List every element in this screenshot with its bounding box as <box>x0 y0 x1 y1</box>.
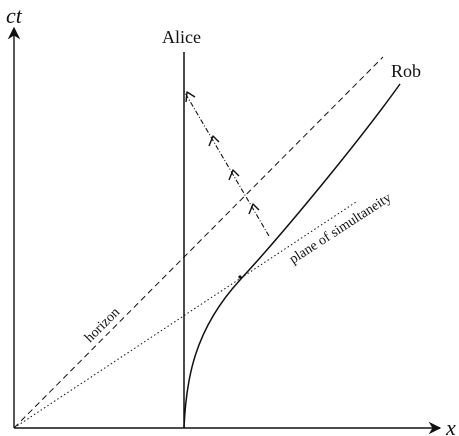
horizon-label: horizon <box>82 305 123 346</box>
alice-label: Alice <box>162 27 201 47</box>
ct-axis-label: ct <box>6 3 23 28</box>
plane-of-simultaneity-line <box>13 201 357 429</box>
chevron-up-icon <box>248 203 260 215</box>
chevron-up-icon <box>185 91 196 103</box>
signal-line <box>183 90 270 237</box>
rob-label: Rob <box>391 61 421 81</box>
horizon-line <box>13 56 384 429</box>
rob-worldline <box>183 83 401 429</box>
signal-chevrons <box>185 91 260 215</box>
x-axis-label: x <box>445 415 456 436</box>
chevron-up-icon <box>208 135 220 147</box>
chevron-up-icon <box>228 169 240 181</box>
intersection-dot <box>238 275 242 279</box>
plane-of-simultaneity-label: plane of simultaneity <box>287 190 394 267</box>
